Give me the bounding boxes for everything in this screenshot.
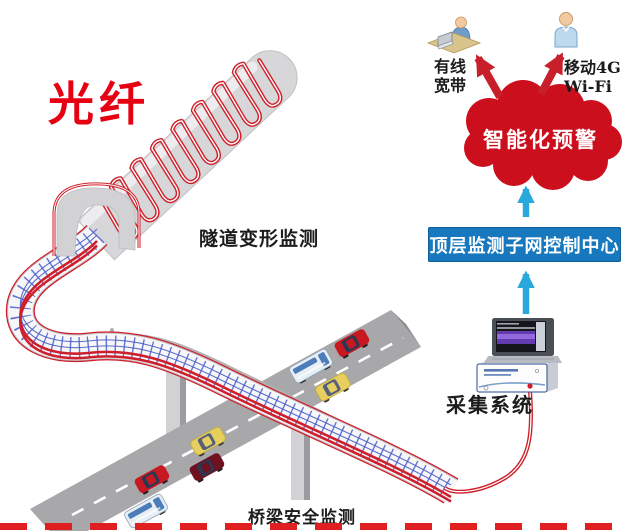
cloud-warning-label: 智能化预警: [483, 128, 598, 152]
car-icon: [190, 426, 226, 457]
tunnel-monitoring-label: 隧道变形监测: [199, 228, 320, 250]
vehicles: [124, 329, 370, 529]
car-icon: [315, 372, 351, 403]
person-at-desk-icon: [426, 16, 482, 54]
pillar-icon: [166, 368, 310, 500]
cloud-icon: [464, 80, 622, 190]
mobile-user-icon: [554, 12, 578, 48]
bus-icon: [289, 348, 333, 384]
road-center-dashes: [71, 336, 404, 517]
mobile-4g-line1: 移动4G: [564, 58, 621, 77]
car-icon: [189, 453, 225, 483]
mobile-4g-wifi-label: 移动4G Wi-Fi: [564, 58, 621, 96]
bridge-deck-icon: [5, 224, 459, 504]
tunnel-portal-icon: [52, 182, 141, 257]
red-arrow-icon: [474, 52, 565, 99]
red-dashed-border: [0, 523, 624, 530]
wired-broadband-label: 有线 宽带: [434, 57, 466, 95]
wired-broadband-line2: 宽带: [434, 76, 467, 95]
control-center-box: 顶层监测子网控制中心: [428, 227, 621, 262]
acquisition-system-label: 采集系统: [446, 393, 534, 417]
control-center-label: 顶层监测子网控制中心: [429, 235, 620, 257]
fiber-label: 光纤: [48, 77, 150, 131]
wired-broadband-line1: 有线: [434, 57, 467, 76]
car-icon: [334, 329, 370, 359]
mobile-4g-line2: Wi-Fi: [564, 77, 612, 96]
fiber-port: [527, 383, 533, 389]
laptop-icon: [484, 318, 562, 363]
deck-fiber-lines: [19, 240, 452, 503]
fiber-cable-icon: [443, 390, 534, 494]
car-icon: [134, 465, 170, 495]
